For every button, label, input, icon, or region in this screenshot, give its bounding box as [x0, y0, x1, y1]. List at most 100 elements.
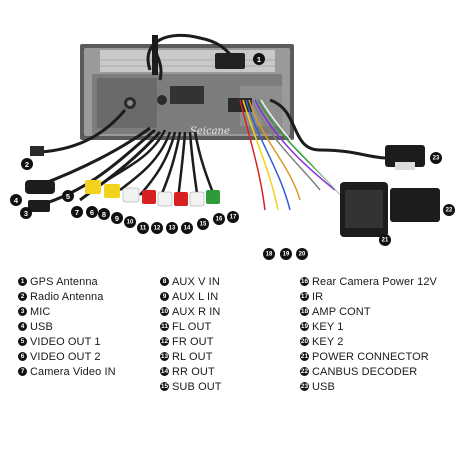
callout-number: 6 — [90, 208, 94, 217]
gps-antenna-module — [215, 53, 245, 69]
legend-number-badge: 5 — [18, 337, 27, 346]
legend-label: Camera Video IN — [30, 365, 116, 378]
legend-label: IR — [312, 290, 324, 303]
legend-label: Rear Camera Power 12V — [312, 275, 437, 288]
callout-number: 5 — [66, 192, 70, 201]
legend-label: USB — [312, 380, 335, 393]
legend-label: FR OUT — [172, 335, 214, 348]
callout-number: 11 — [140, 226, 147, 232]
legend-number-badge: 7 — [18, 367, 27, 376]
callout-marker: 11 — [137, 222, 149, 234]
callout-marker: 5 — [62, 190, 74, 202]
callout-circle — [379, 234, 391, 246]
legend-label: VIDEO OUT 1 — [30, 335, 101, 348]
legend-number-badge: 4 — [18, 322, 27, 331]
legend-number-badge: 11 — [160, 322, 169, 331]
callout-circle — [20, 207, 32, 219]
radio-antenna-plug — [30, 146, 44, 156]
callout-marker: 7 — [71, 206, 83, 218]
legend-number-badge: 20 — [300, 337, 309, 346]
legend-number-badge: 3 — [18, 307, 27, 316]
callout-number: 4 — [14, 196, 19, 205]
callout-number: 18 — [266, 252, 273, 258]
callout-number: 21 — [382, 238, 389, 244]
callout-number: 3 — [24, 209, 28, 218]
legend-number-badge: 1 — [18, 277, 27, 286]
legend-label: RL OUT — [172, 350, 213, 363]
legend-label: POWER CONNECTOR — [312, 350, 429, 363]
callout-circle — [213, 213, 225, 225]
legend-label: MIC — [30, 305, 51, 318]
legend-number-badge: 15 — [160, 382, 169, 391]
callout-marker: 9 — [111, 212, 123, 224]
callout-number: 9 — [115, 214, 119, 223]
legend-number-badge: 6 — [18, 352, 27, 361]
callout-number: 22 — [446, 208, 453, 214]
legend-number-badge: 19 — [300, 322, 309, 331]
legend-label: KEY 2 — [312, 335, 344, 348]
usb-plug-left — [28, 200, 50, 212]
legend-number-badge: 13 — [160, 352, 169, 361]
power-harness-wires — [239, 99, 351, 211]
legend-label: RR OUT — [172, 365, 215, 378]
callout-circle — [137, 222, 149, 234]
legend-label: GPS Antenna — [30, 275, 98, 288]
left-cable-bundle — [39, 109, 162, 207]
wiring-diagram: Seicane — [10, 33, 455, 260]
callout-marker: 2 — [21, 158, 33, 170]
callout-circle — [71, 206, 83, 218]
callout-marker: 14 — [181, 222, 193, 234]
legend-label: FL OUT — [172, 320, 212, 333]
callout-number: 17 — [230, 215, 237, 221]
callout-marker: 19 — [280, 248, 292, 260]
callout-marker: 4 — [10, 194, 22, 206]
callout-marker: 6 — [86, 206, 98, 218]
callout-marker: 10 — [124, 216, 136, 228]
callout-number: 7 — [75, 208, 79, 217]
callout-marker: 21 — [379, 234, 391, 246]
legend-number-badge: 2 — [18, 292, 27, 301]
rca-plugs — [85, 180, 220, 207]
callout-marker: 20 — [296, 248, 308, 260]
usb-cable-right — [269, 98, 401, 160]
callout-number: 12 — [154, 226, 161, 232]
legend-label: AUX R IN — [172, 305, 221, 318]
canbus-decoder-box — [390, 188, 440, 222]
callout-marker: 22 — [443, 204, 455, 216]
callout-circle — [181, 222, 193, 234]
legend-number-badge: 12 — [160, 337, 169, 346]
callout-number: 15 — [200, 222, 207, 228]
legend-number-badge: 23 — [300, 382, 309, 391]
callout-circle — [227, 211, 239, 223]
callout-circle — [443, 204, 455, 216]
callout-number: 20 — [299, 252, 306, 258]
legend-label: VIDEO OUT 2 — [30, 350, 101, 363]
callout-circle — [253, 53, 265, 65]
callout-marker: 23 — [430, 152, 442, 164]
callout-circle — [280, 248, 292, 260]
callout-circle — [111, 212, 123, 224]
callout-number: 10 — [127, 220, 134, 226]
callout-marker: 1 — [253, 53, 265, 65]
legend-label: AUX V IN — [172, 275, 220, 288]
legend-label: USB — [30, 320, 53, 333]
legend-number-badge: 17 — [300, 292, 309, 301]
